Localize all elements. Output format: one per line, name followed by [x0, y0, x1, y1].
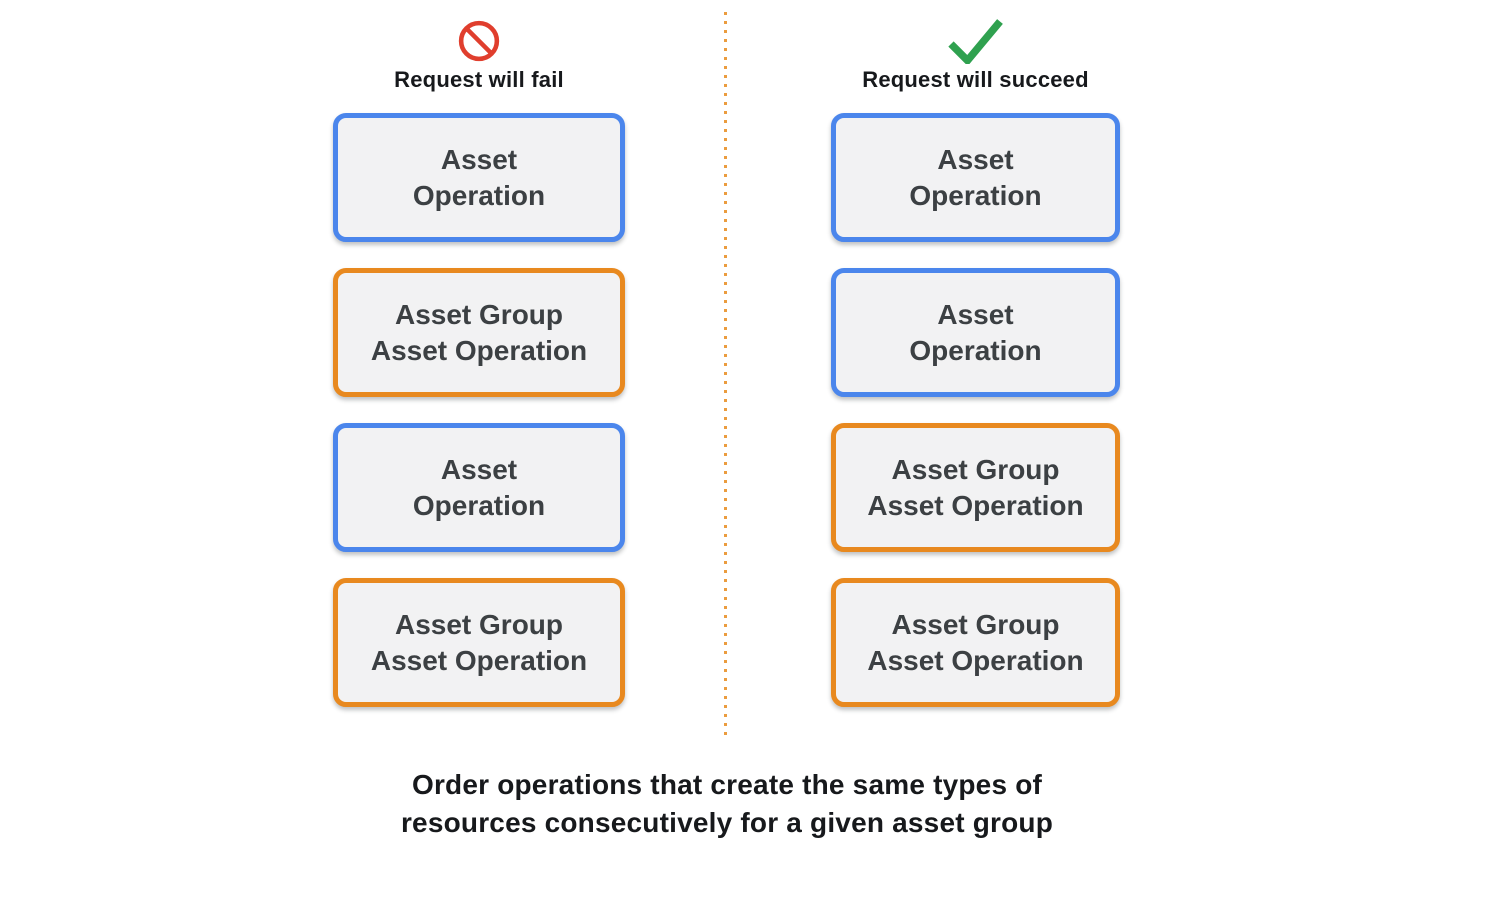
box-label: Asset Group Asset Operation [370, 608, 588, 676]
diagram-caption: Order operations that create the same ty… [400, 769, 1054, 838]
checkmark-icon [948, 19, 1003, 64]
succeed-column-title: Request will succeed [862, 67, 1089, 92]
fail-box-stack: Asset Operation Asset Group Asset Operat… [333, 113, 625, 707]
box-asset-operation: Asset Operation [831, 268, 1120, 397]
prohibition-icon [458, 20, 500, 62]
fail-column: Request will fail Asset Operation Asset … [333, 0, 625, 733]
box-asset-operation: Asset Operation [333, 423, 625, 552]
box-label: Asset Operation [909, 298, 1042, 366]
box-asset-operation: Asset Operation [333, 113, 625, 242]
fail-column-title: Request will fail [394, 67, 564, 92]
box-asset-group-asset-operation: Asset Group Asset Operation [333, 268, 625, 397]
succeed-icon-row [831, 18, 1120, 64]
box-label: Asset Operation [412, 453, 546, 521]
box-asset-group-asset-operation: Asset Group Asset Operation [333, 578, 625, 707]
dotted-divider [724, 12, 727, 738]
box-asset-group-asset-operation: Asset Group Asset Operation [831, 423, 1120, 552]
box-asset-group-asset-operation: Asset Group Asset Operation [831, 578, 1120, 707]
succeed-column: Request will succeed Asset Operation Ass… [831, 0, 1120, 733]
succeed-box-stack: Asset Operation Asset Operation Asset Gr… [831, 113, 1120, 707]
box-asset-operation: Asset Operation [831, 113, 1120, 242]
box-label: Asset Operation [909, 143, 1042, 211]
box-label: Asset Group Asset Operation [867, 453, 1084, 521]
box-label: Asset Group Asset Operation [370, 298, 588, 366]
fail-icon-row [333, 18, 625, 64]
box-label: Asset Group Asset Operation [867, 608, 1084, 676]
box-label: Asset Operation [412, 143, 546, 211]
